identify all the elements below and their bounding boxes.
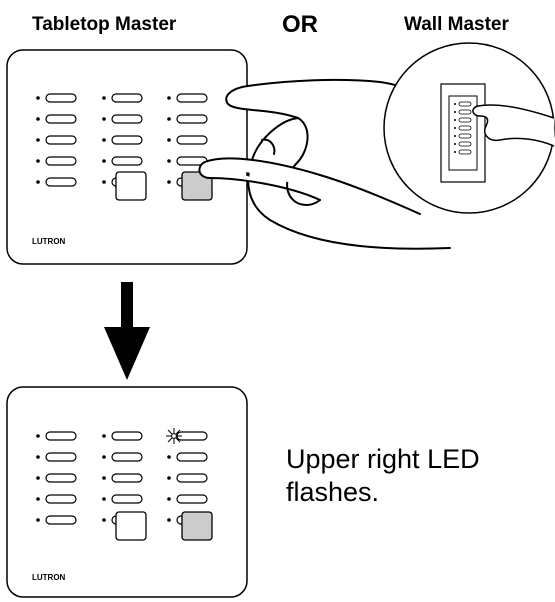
- led-dot: [102, 159, 106, 163]
- led-dot: [167, 138, 171, 142]
- scene-button: [111, 156, 143, 166]
- bottom-lutron-logo: LUTRON: [32, 573, 66, 582]
- wall-led-dot: [454, 143, 456, 145]
- led-dot: [102, 497, 106, 501]
- tabletop-panel-top: LUTRON: [6, 49, 248, 265]
- wall-scene-button: [458, 133, 472, 139]
- scene-button: [176, 494, 208, 504]
- led-dot: [167, 96, 171, 100]
- caption-line-2: flashes.: [286, 477, 380, 507]
- led-dot: [36, 476, 40, 480]
- caption: Upper right LED flashes.: [286, 443, 480, 509]
- scene-button: [176, 135, 208, 145]
- led-dot: [167, 455, 171, 459]
- scene-button: [45, 114, 77, 124]
- wall-master-magnifier: [383, 42, 555, 214]
- scene-button: [176, 452, 208, 462]
- scene-button: [111, 473, 143, 483]
- led-dot: [36, 96, 40, 100]
- scene-button: [111, 452, 143, 462]
- led-dot: [102, 96, 106, 100]
- wall-led-dot: [454, 103, 456, 105]
- led-dot: [36, 518, 40, 522]
- led-dot: [36, 455, 40, 459]
- wall-led-dot: [454, 135, 456, 137]
- wall-master-heading: Wall Master: [404, 14, 509, 35]
- tabletop-master-heading: Tabletop Master: [32, 14, 177, 35]
- scene-button: [111, 135, 143, 145]
- led-dot: [36, 159, 40, 163]
- wall-scene-button: [458, 117, 472, 123]
- scene-button: [45, 93, 77, 103]
- led-dot: [167, 476, 171, 480]
- wall-scene-button: [458, 125, 472, 131]
- wall-keypad-buttons: [454, 101, 472, 155]
- led-dot: [36, 138, 40, 142]
- led-dot: [36, 117, 40, 121]
- scene-button: [45, 135, 77, 145]
- led-dot: [167, 180, 171, 184]
- tabletop-panel-bottom: LUTRON: [6, 386, 248, 598]
- wall-led-dot: [454, 127, 456, 129]
- led-dot: [102, 117, 106, 121]
- caption-line-1: Upper right LED: [286, 444, 480, 474]
- led-dot: [167, 159, 171, 163]
- scene-button: [111, 93, 143, 103]
- wall-scene-button: [458, 141, 472, 147]
- scene-button: [45, 156, 77, 166]
- scene-button: [45, 473, 77, 483]
- scene-button: [45, 452, 77, 462]
- down-arrow-icon: [104, 282, 150, 380]
- scene-button: [176, 114, 208, 124]
- scene-button: [111, 114, 143, 124]
- top-lutron-logo: LUTRON: [32, 237, 66, 246]
- led-dot: [102, 476, 106, 480]
- scene-button: [45, 177, 77, 187]
- small-hand-icon: [472, 104, 555, 147]
- led-dot: [102, 180, 106, 184]
- led-dot: [102, 518, 106, 522]
- led-dot: [36, 434, 40, 438]
- or-heading: OR: [282, 11, 318, 38]
- scene-button: [176, 473, 208, 483]
- led-dot: [36, 180, 40, 184]
- bottom-blank-button-left: [115, 511, 147, 541]
- wall-scene-button: [458, 109, 472, 115]
- wall-scene-button: [458, 101, 472, 107]
- wall-led-dot: [454, 111, 456, 113]
- wall-scene-button: [458, 149, 472, 155]
- scene-button: [111, 494, 143, 504]
- scene-button: [45, 431, 77, 441]
- led-dot: [36, 497, 40, 501]
- top-blank-button-left: [115, 171, 147, 201]
- led-dot: [167, 497, 171, 501]
- top-blank-button-right: [181, 171, 213, 201]
- led-dot: [102, 434, 106, 438]
- led-dot: [167, 518, 171, 522]
- led-flash-icon: [166, 428, 182, 444]
- led-dot: [102, 455, 106, 459]
- scene-button: [111, 431, 143, 441]
- scene-button: [45, 494, 77, 504]
- led-dot: [167, 117, 171, 121]
- scene-button: [176, 93, 208, 103]
- wall-led-dot: [454, 151, 456, 153]
- wall-led-dot: [454, 119, 456, 121]
- scene-button: [45, 515, 77, 525]
- bottom-blank-button-right: [181, 511, 213, 541]
- led-dot: [102, 138, 106, 142]
